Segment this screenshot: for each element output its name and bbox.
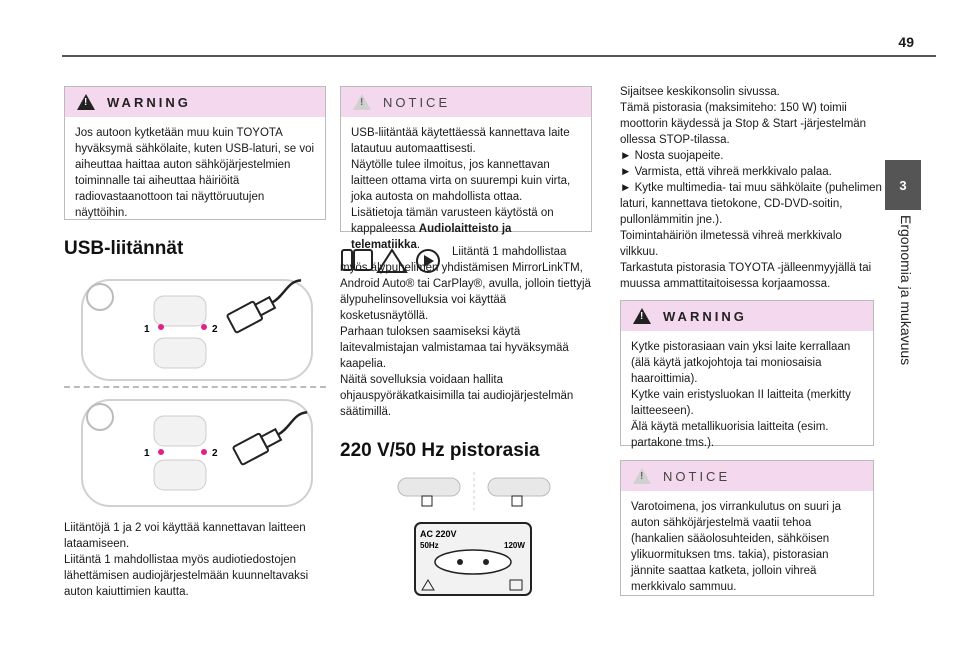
car-outline	[81, 399, 313, 507]
notice-icon	[633, 468, 651, 484]
notice-text: USB-liitäntää käytettäessä kannettava la…	[341, 117, 591, 261]
steering-wheel-icon	[86, 403, 114, 431]
seat-front-right	[153, 459, 207, 491]
page-number: 49	[898, 34, 914, 50]
socket-pin-left	[457, 559, 463, 565]
warning-header: WARNING	[621, 301, 873, 331]
socket-pin-right	[483, 559, 489, 565]
smartphone-text: Liitäntä 1 mahdollistaa myös älypuhelime…	[340, 244, 592, 420]
notice-header: NOTICE	[621, 461, 873, 491]
smartphone-controls: Näitä sovelluksia voidaan hallita ohjaus…	[340, 374, 574, 418]
socket-w-label: 120W	[504, 541, 525, 550]
notice-text: Varotoimena, jos virrankulutus on suuri …	[631, 501, 842, 593]
warning-title: WARNING	[107, 94, 191, 110]
usb-port-dot-2	[201, 324, 207, 330]
usb-port-dot-1	[158, 449, 164, 455]
step-3: ► Kytke multimedia- tai muu sähkölaite (…	[620, 182, 882, 226]
usb-plug-icon	[232, 411, 308, 466]
power-socket-illustration: AC 220V 50Hz 120W	[414, 522, 532, 596]
seat-front-left	[153, 415, 207, 447]
warning-box-1: WARNING Jos autoon kytketään muu kuin TO…	[64, 86, 326, 220]
seat-front-left	[153, 295, 207, 327]
usb-illustration-bottom: 1 2	[81, 399, 313, 507]
usb-illustration-top: 1 2	[81, 279, 313, 381]
usb-label-1: 1	[144, 448, 150, 459]
android-auto-icon	[376, 248, 408, 273]
warning-header: WARNING	[65, 87, 325, 117]
warning2-line-3: Älä käytä metallikuorisia laitteita (esi…	[631, 421, 829, 449]
socket-ac-label: AC 220V	[420, 529, 457, 539]
section-title: Ergonomia ja mukavuus	[898, 215, 914, 366]
notice-line-3-text: Lisätietoja tämän varusteen käytöstä on …	[351, 207, 554, 235]
usb-caption-line-1: Liitäntöjä 1 ja 2 voi käyttää kannettava…	[64, 522, 306, 550]
usb-label-2: 2	[212, 448, 218, 459]
socket-marker-left	[421, 495, 433, 507]
step-2: ► Varmista, että vihreä merkkivalo palaa…	[620, 166, 832, 178]
notice-icon	[353, 94, 371, 110]
carplay-icon	[416, 249, 440, 273]
socket-opening	[434, 549, 512, 575]
smartphone-cable: Parhaan tuloksen saamiseksi käytä laitev…	[340, 326, 569, 370]
usb-port-dot-2	[201, 449, 207, 455]
usb-label-1: 1	[144, 324, 150, 335]
seat-front-right	[153, 337, 207, 369]
section-tab: 3	[885, 160, 921, 210]
car-outline	[81, 279, 313, 381]
usb-caption: Liitäntöjä 1 ja 2 voi käyttää kannettava…	[64, 520, 326, 600]
notice-title: NOTICE	[383, 94, 451, 110]
top-rule	[62, 55, 936, 57]
notice-box-2: NOTICE Varotoimena, jos virrankulutus on…	[620, 460, 874, 596]
warning2-line-1: Kytke pistorasiaan vain yksi laite kerra…	[631, 341, 851, 385]
socket-power: Tämä pistorasia (maksimiteho: 150 W) toi…	[620, 102, 867, 146]
socket-marker-right	[511, 495, 523, 507]
notice-line-3-end: .	[416, 239, 421, 251]
dealer-text: Tarkastuta pistorasia TOYOTA -jälleenmyy…	[620, 262, 872, 290]
notice-box-1: NOTICE USB-liitäntää käytettäessä kannet…	[340, 86, 592, 251]
usb-port-dot-1	[158, 324, 164, 330]
warning-icon	[77, 94, 95, 110]
notice-header: NOTICE	[341, 87, 591, 117]
seat-left	[397, 477, 461, 497]
socket-instructions: Sijaitsee keskikonsolin sivussa. Tämä pi…	[620, 84, 882, 292]
usb-caption-line-2: Liitäntä 1 mahdollistaa myös audiotiedos…	[64, 554, 309, 598]
malfunction-text: Toimintahäiriön ilmetessä vihreä merkkiv…	[620, 230, 842, 258]
notice-line-2: Näytölle tulee ilmoitus, jos kannettavan…	[351, 159, 571, 203]
socket-warning-icon	[421, 579, 435, 591]
warning-title: WARNING	[663, 308, 747, 324]
usb-plug-icon	[226, 279, 302, 334]
socket-heading: 220 V/50 Hz pistorasia	[340, 440, 540, 461]
usb-label-2: 2	[212, 324, 218, 335]
socket-location: Sijaitsee keskikonsolin sivussa.	[620, 86, 780, 98]
illustration-divider	[64, 386, 326, 388]
socket-manual-icon	[509, 579, 523, 591]
notice-title: NOTICE	[663, 468, 731, 484]
notice-line-3: Lisätietoja tämän varusteen käytöstä on …	[351, 205, 581, 253]
warning-icon	[633, 308, 651, 324]
smartphone-intro: Liitäntä 1 mahdollistaa myös älypuhelime…	[340, 246, 591, 322]
notice-line-1: USB-liitäntää käytettäessä kannettava la…	[351, 127, 570, 155]
warning-text: Kytke pistorasiaan vain yksi laite kerra…	[621, 331, 873, 459]
warning-text: Jos autoon kytketään muu kuin TOYOTA hyv…	[75, 127, 315, 219]
mirrorlink-icon	[341, 249, 373, 271]
steering-wheel-icon	[86, 283, 114, 311]
connectivity-icons	[341, 248, 440, 273]
step-1: ► Nosta suojapeite.	[620, 150, 724, 162]
seat-right	[487, 477, 551, 497]
usb-heading: USB-liitännät	[64, 238, 184, 259]
socket-hz-label: 50Hz	[420, 541, 439, 550]
notice-link-bold: Audiolaitteisto ja telematiikka	[351, 223, 512, 251]
warning-box-2: WARNING Kytke pistorasiaan vain yksi lai…	[620, 300, 874, 449]
warning2-line-2: Kytke vain eristysluokan II laitteita (m…	[631, 389, 851, 417]
socket-location-illustration	[397, 472, 551, 510]
